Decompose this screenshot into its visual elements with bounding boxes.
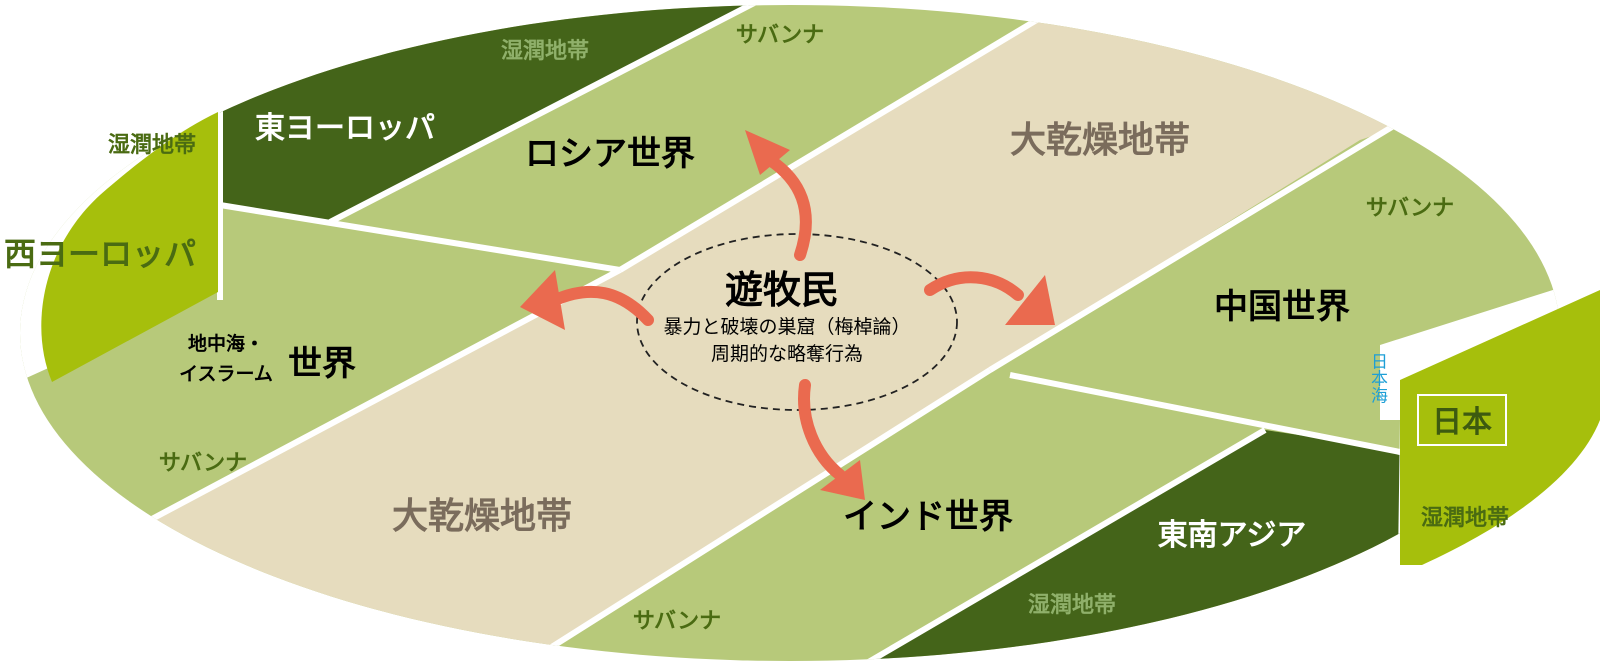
arrow-head-china	[1005, 275, 1055, 325]
arrow-to-india	[798, 379, 846, 481]
label-south-dry: 大乾燥地帯	[392, 496, 572, 537]
label-north-wet: 湿潤地帯	[501, 38, 589, 64]
zone-west-europe	[41, 112, 218, 382]
nomads-line-2: 周期的な略奪行為	[711, 343, 863, 365]
arrow-to-russia	[764, 154, 812, 261]
label-russia: ロシア世界	[525, 134, 695, 174]
zone-japan	[1400, 290, 1600, 565]
border-line	[988, 107, 1422, 373]
label-china: 中国世界	[1214, 287, 1350, 327]
label-japan: 日本	[1432, 405, 1492, 440]
border-line	[618, 5, 1072, 273]
label-north-savanna: サバンナ	[736, 23, 824, 48]
label-southeast-asia: 東南アジア	[1158, 518, 1307, 553]
border-line	[328, 5, 762, 225]
nomads-line-1: 暴力と破壊の巣窟（梅棹論）	[663, 316, 910, 338]
label-west-europe: 西ヨーロッパ	[4, 235, 196, 273]
label-mediterranean-1: 地中海・	[188, 332, 264, 355]
border-line	[518, 367, 992, 661]
japan-box	[1417, 394, 1507, 446]
arrow-to-china	[924, 271, 1024, 301]
label-east-europe: 東ヨーロッパ	[255, 111, 435, 146]
label-india: インド世界	[843, 497, 1013, 537]
border-line	[219, 202, 621, 273]
nomad-arrows	[520, 130, 1055, 500]
zone-borders	[148, 5, 1422, 661]
nomads-title: 遊牧民	[725, 268, 839, 312]
label-center-dry: 大乾燥地帯	[1010, 120, 1190, 161]
zone-dry-belt	[150, 5, 1560, 661]
arrow-head-mediterranean	[520, 270, 565, 330]
label-south-wet: 湿潤地帯	[1028, 592, 1116, 618]
label-mediterranean-2: イスラーム	[179, 363, 273, 385]
label-east-savanna: サバンナ	[1366, 196, 1454, 221]
label-south-savanna: サバンナ	[633, 609, 721, 634]
label-sea-of-japan: 日本海	[1367, 353, 1388, 405]
label-japan-wet: 湿潤地帯	[1421, 505, 1509, 531]
label-west-wet: 湿潤地帯	[108, 132, 196, 158]
label-mediterranean-world: 世界	[288, 344, 356, 384]
label-sw-savanna: サバンナ	[159, 451, 247, 476]
arrow-head-india	[820, 460, 865, 500]
nomad-boundary	[636, 233, 958, 411]
border-line	[1009, 372, 1401, 455]
arrow-to-mediterranean	[549, 285, 654, 326]
arrow-head-russia	[745, 130, 790, 175]
border-line	[858, 427, 1267, 661]
